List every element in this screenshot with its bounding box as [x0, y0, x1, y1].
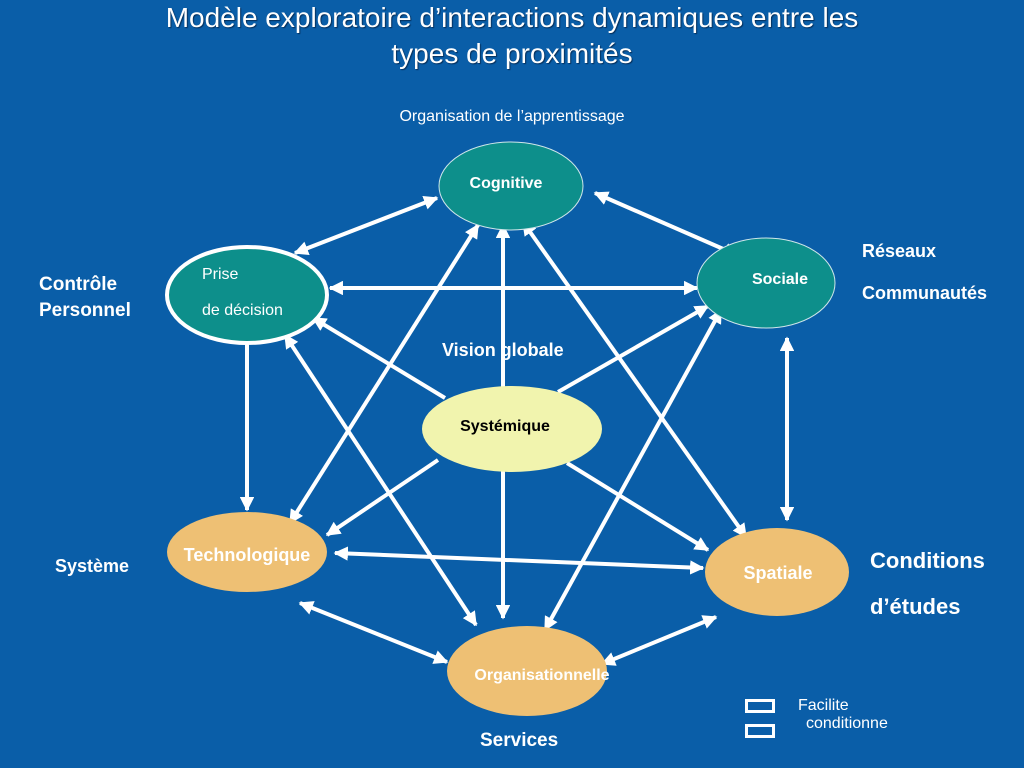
node-spatiale	[705, 528, 849, 616]
subtitle: Organisation de l’apprentissage	[399, 108, 625, 125]
legend-box-bottom-icon	[745, 724, 775, 738]
label-sociale: Sociale	[751, 271, 809, 288]
label-conditions: Conditions	[870, 548, 985, 573]
label-etudes: d’études	[870, 594, 961, 619]
legend-facilite: Facilite	[798, 697, 849, 714]
label-communautes: Communautés	[862, 283, 988, 303]
node-prise-decision	[165, 245, 329, 345]
label-systeme: Système	[55, 556, 130, 576]
label-cognitive: Cognitive	[469, 175, 543, 192]
title-line-1: Modèle exploratoire d’interactions dynam…	[165, 2, 859, 33]
legend-box-top-icon	[745, 699, 775, 713]
arrow-cognitive-sociale	[593, 191, 739, 257]
label-personnel: Personnel	[39, 300, 131, 321]
node-cognitive	[438, 141, 584, 231]
node-sociale	[696, 237, 836, 329]
label-systemique: Systémique	[460, 418, 550, 435]
label-technologique: Technologique	[183, 545, 311, 565]
label-prise: Prise	[202, 266, 239, 283]
label-controle: Contrôle	[39, 274, 118, 295]
arrow-organisationnelle-spatiale	[600, 615, 718, 666]
arrow-technologique-cognitive	[288, 223, 480, 525]
label-decision: de décision	[202, 302, 283, 319]
arrow-prise-cognitive	[293, 195, 439, 256]
label-vision-globale: Vision globale	[442, 340, 564, 360]
node-systemique	[422, 386, 602, 472]
legend-conditionne: conditionne	[806, 715, 888, 732]
title-line-2: types de proximités	[391, 38, 633, 69]
arrow-systemique-prise	[311, 316, 447, 400]
node-technologique	[167, 512, 327, 592]
arrow-technologique-organisationnelle	[298, 601, 449, 664]
label-reseaux: Réseaux	[862, 241, 937, 261]
arrow-systemique-technologique	[325, 458, 440, 537]
arrow-organisationnelle-sociale	[543, 308, 723, 632]
node-organisationnelle	[447, 626, 607, 716]
page-title: Modèle exploratoire d’interactions dynam…	[0, 0, 1024, 72]
arrow-systemique-sociale	[557, 304, 710, 394]
label-spatiale: Spatiale	[743, 563, 813, 583]
label-services: Services	[480, 730, 559, 751]
arrow-technologique-spatiale	[333, 546, 705, 575]
arrow-systemique-spatiale	[565, 461, 710, 552]
label-organisationnelle: Organisationnelle	[474, 667, 610, 684]
